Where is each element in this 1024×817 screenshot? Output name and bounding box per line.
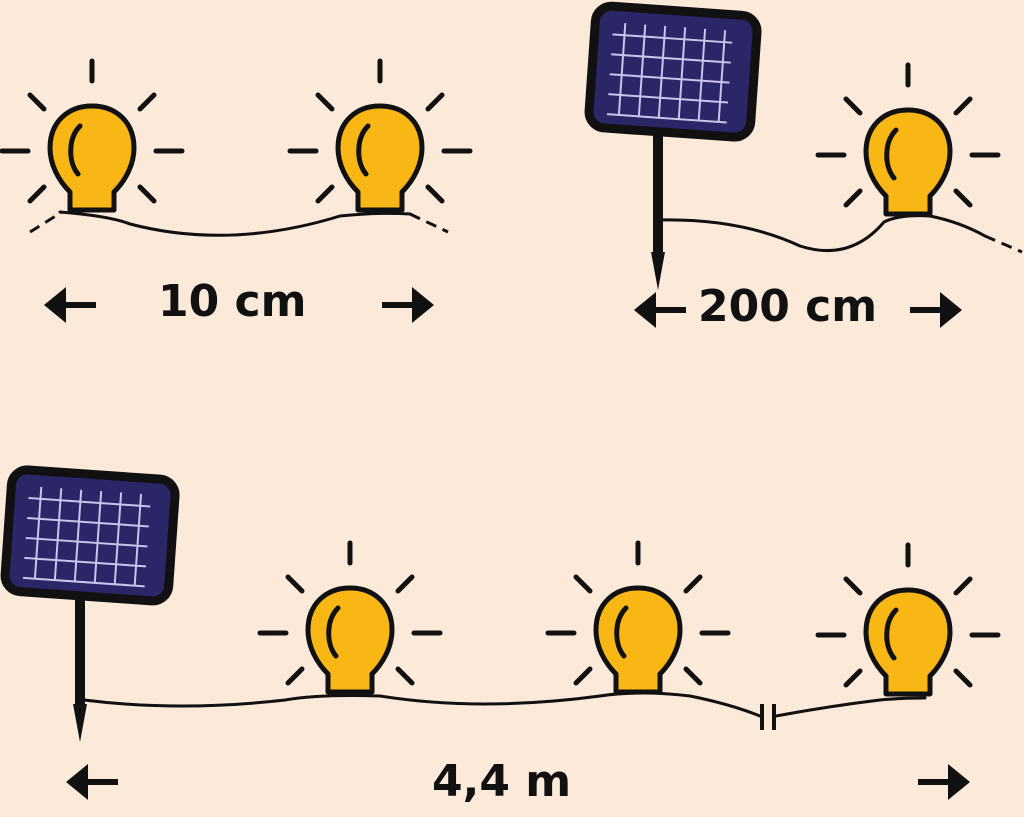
arrow-right-icon	[910, 292, 962, 328]
arrow-right-icon	[382, 287, 434, 323]
total-length-label: 4,4 m	[432, 756, 572, 807]
spacing-label: 10 cm	[158, 276, 307, 327]
cable-segment	[774, 696, 927, 718]
cable-dashed-end-right	[409, 212, 449, 234]
panel-distance-label: 200 cm	[698, 281, 878, 332]
light-bulb-icon	[815, 62, 1001, 217]
light-bulb-icon	[0, 58, 185, 213]
arrow-left-icon	[44, 287, 96, 323]
bulb-spacing-section	[0, 58, 473, 323]
cable-dashed-end-left	[29, 210, 63, 234]
cable-dashed-end-right	[984, 234, 1023, 254]
solar-panel-icon	[584, 1, 762, 290]
cable-segment	[82, 691, 762, 718]
cable-segment	[58, 210, 412, 237]
arrow-right-icon	[918, 764, 970, 800]
light-bulb-icon	[815, 542, 1001, 697]
arrow-left-icon	[634, 292, 686, 328]
light-bulb-icon	[545, 540, 731, 695]
panel-to-bulb-section	[584, 1, 1023, 328]
light-bulb-icon	[257, 540, 443, 695]
total-length-section	[0, 465, 1001, 800]
cable-segment	[656, 214, 987, 253]
light-bulb-icon	[287, 58, 473, 213]
arrow-left-icon	[66, 764, 118, 800]
cable-connector-icon	[760, 704, 776, 730]
solar-panel-icon	[0, 465, 180, 742]
